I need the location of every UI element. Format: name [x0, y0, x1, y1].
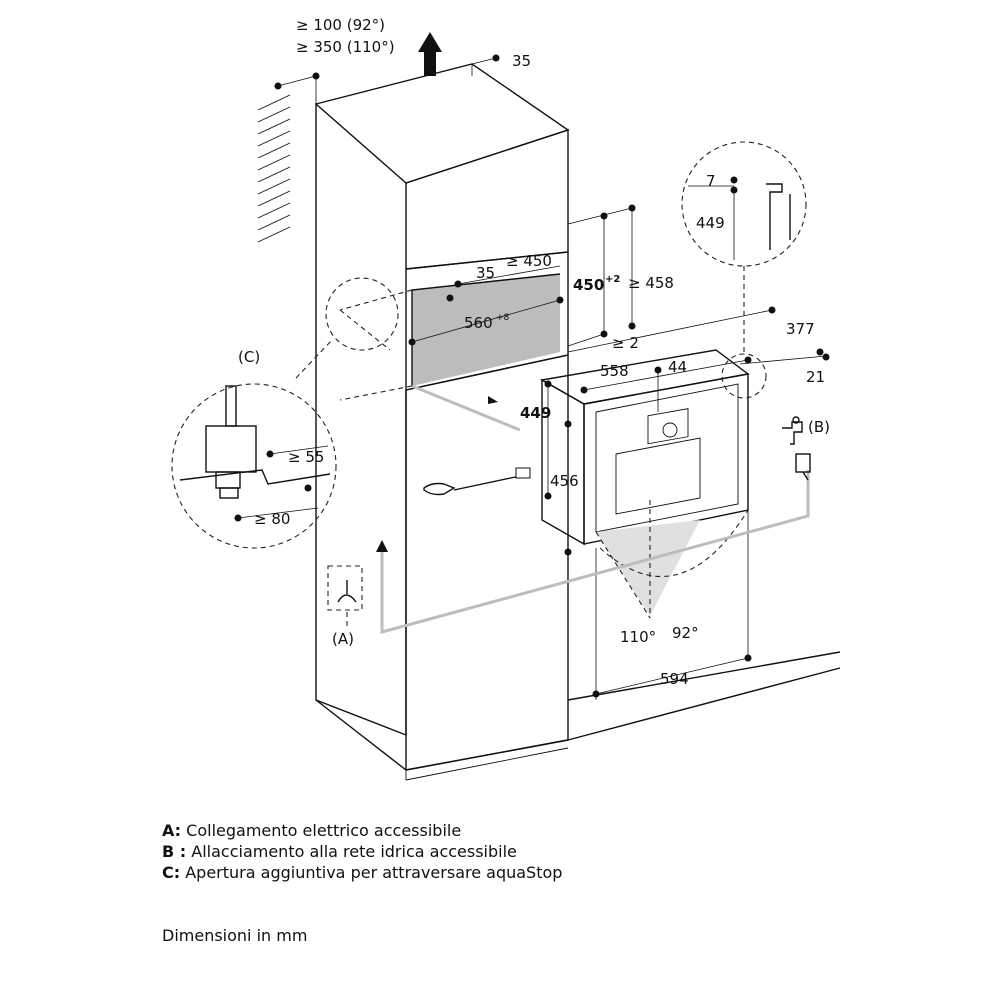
- angle-92-label: 92°: [672, 624, 699, 642]
- top-clearance-label-2: ≥ 350 (110°): [296, 38, 395, 56]
- legend-item-b: B : Allacciamento alla rete idrica acces…: [162, 841, 962, 862]
- legend-text: Apertura aggiuntiva per attraversare aqu…: [185, 863, 563, 882]
- overall-width-dimension: [592, 510, 752, 700]
- top-clearance-dimension: [274, 72, 320, 104]
- door-swing: [595, 500, 749, 619]
- detail-view-right: [681, 141, 807, 399]
- marker-a: (A): [332, 630, 354, 648]
- niche-depth-label: ≥ 450: [506, 252, 552, 270]
- marker-c: (C): [238, 348, 260, 366]
- niche-width-label: 560: [464, 314, 493, 332]
- c-55-label: ≥ 55: [288, 448, 324, 466]
- detail-449-label: 449: [696, 214, 725, 232]
- legend-item-a: A: Collegamento elettrico accessibile: [162, 820, 962, 841]
- detail-7-label: 7: [706, 172, 716, 190]
- coffee-machine: [539, 349, 752, 556]
- niche-opening: [339, 273, 561, 401]
- units-note: Dimensioni in mm: [162, 926, 308, 945]
- electrical-socket-icon: [327, 565, 363, 628]
- niche-width-tolerance: +8: [496, 313, 510, 323]
- niche-height-label: 450: [573, 276, 604, 294]
- power-plug-icon: [423, 467, 531, 496]
- ventilation-grille: [257, 94, 291, 243]
- marker-b: (B): [808, 418, 830, 436]
- angle-110-label: 110°: [620, 628, 656, 646]
- overall-width-label: 594: [660, 670, 689, 688]
- top-clearance-label-1: ≥ 100 (92°): [296, 16, 385, 34]
- gap-2-label: ≥ 2: [612, 334, 639, 352]
- legend: A: Collegamento elettrico accessibile B …: [162, 820, 962, 883]
- installation-diagram: ≥ 100 (92°) ≥ 350 (110°) 35: [171, 16, 841, 781]
- niche-35-label: 35: [476, 264, 495, 282]
- front-width-label: 558: [600, 362, 629, 380]
- niche-height-tolerance: +2: [605, 274, 620, 285]
- depth-dimensions: [567, 306, 830, 365]
- niche-dimensions: [408, 204, 636, 347]
- legend-item-c: C: Apertura aggiuntiva per attraversare …: [162, 862, 962, 883]
- depth-377-label: 377: [786, 320, 815, 338]
- routing-arrow-icon: [376, 540, 388, 552]
- legend-key: A:: [162, 821, 182, 840]
- niche-height-min-label: ≥ 458: [628, 274, 674, 292]
- legend-text: Collegamento elettrico accessibile: [186, 821, 462, 840]
- legend-key: B :: [162, 842, 187, 861]
- water-tap-icon: [782, 416, 811, 481]
- top-35-dimension: [471, 54, 500, 76]
- depth-21-label: 21: [806, 368, 825, 386]
- front-height-label: 449: [520, 404, 551, 422]
- tall-cabinet: [314, 63, 841, 781]
- top-35-label: 35: [512, 52, 531, 70]
- c-80-label: ≥ 80: [254, 510, 290, 528]
- guide-arrow-icon: [488, 396, 498, 404]
- detail-view-c: [171, 277, 399, 549]
- body-height-label: 456: [550, 472, 579, 490]
- front-44-label: 44: [668, 358, 687, 376]
- legend-text: Allacciamento alla rete idrica accessibi…: [191, 842, 517, 861]
- supply-routing: [380, 470, 810, 634]
- legend-key: C:: [162, 863, 181, 882]
- routing-guide: [411, 384, 521, 432]
- up-arrow-icon: [418, 32, 442, 76]
